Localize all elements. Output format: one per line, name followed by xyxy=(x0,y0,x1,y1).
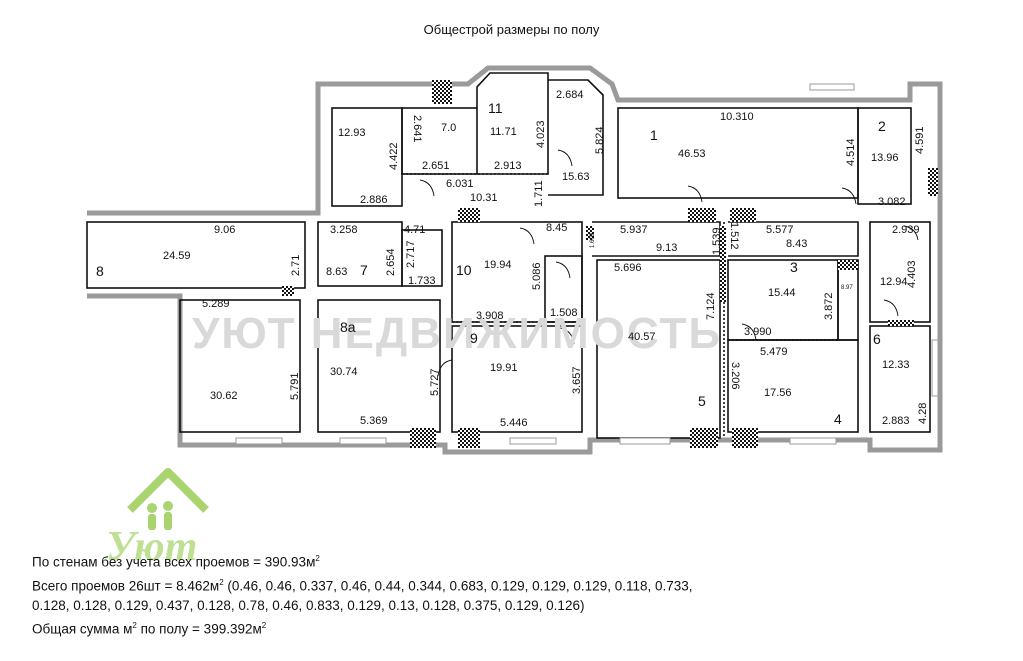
dim-3-657: 3.657 xyxy=(571,366,583,394)
room-8a-number: 8а xyxy=(340,319,356,335)
dim-2-641: 2.641 xyxy=(411,115,423,143)
room-2-area: 13.96 xyxy=(871,152,899,164)
room-10-number: 10 xyxy=(456,262,472,278)
dim-1-512: 1.512 xyxy=(728,222,740,250)
door-swings xyxy=(419,149,919,377)
room-4-number: 4 xyxy=(834,411,842,427)
dim-6-031: 6.031 xyxy=(446,178,474,190)
room-5-area: 40.57 xyxy=(628,331,656,343)
room-numbers: 1 2 3 4 5 6 7 8 8а 9 10 11 xyxy=(96,100,886,427)
note-line-openings: Всего проемов 26шт = 8.462м2 (0.46, 0.46… xyxy=(32,577,693,594)
dim-3-082: 3.082 xyxy=(878,196,906,208)
dim-5-577: 5.577 xyxy=(766,224,794,236)
dim-5-289: 5.289 xyxy=(202,298,230,310)
dim-4-591: 4.591 xyxy=(914,126,926,154)
inner-walls xyxy=(86,72,931,439)
room-2-number: 2 xyxy=(878,118,886,134)
watermark-text: УЮТ НЕДВИЖИМОСТЬ xyxy=(192,309,722,358)
dim-4-71: 4.71 xyxy=(404,224,425,236)
dim-4-28: 4.28 xyxy=(917,403,929,424)
dim-4-023: 4.023 xyxy=(535,120,547,148)
dim-3-908: 3.908 xyxy=(476,310,504,322)
dim-2-717: 2.717 xyxy=(405,240,417,268)
room-6-area: 12.33 xyxy=(882,359,910,371)
room-9-number: 9 xyxy=(470,330,478,346)
dim-1-711: 1.711 xyxy=(533,180,545,207)
dim-3-206: 3.206 xyxy=(729,362,741,390)
dim-2-651: 2.651 xyxy=(422,160,450,172)
area-15-63: 15.63 xyxy=(562,171,590,183)
dim-4-403: 4.403 xyxy=(906,260,918,288)
dim-3-872: 3.872 xyxy=(823,292,835,320)
note-line-openings-cont: 0.128, 0.128, 0.129, 0.437, 0.128, 0.78,… xyxy=(32,598,585,613)
dim-1-733: 1.733 xyxy=(408,275,436,287)
area-30-62: 30.62 xyxy=(210,390,238,402)
area-7-0: 7.0 xyxy=(441,122,456,134)
dim-2-654: 2.654 xyxy=(385,248,397,276)
logo-text: Уют xyxy=(106,524,197,570)
dim-2-684: 2.684 xyxy=(556,89,584,101)
room-5-number: 5 xyxy=(698,393,706,409)
dim-2-939: 2.939 xyxy=(892,224,920,236)
area-notes: По стенам без учета всех проемов = 390.9… xyxy=(32,549,693,640)
dim-2-913: 2.913 xyxy=(494,160,522,172)
room-3-area: 15.44 xyxy=(768,287,796,299)
windows xyxy=(235,83,939,445)
dim-4-422: 4.422 xyxy=(388,142,400,170)
room-8-number: 8 xyxy=(96,263,104,279)
dim-2-886: 2.886 xyxy=(360,194,388,206)
outer-walls xyxy=(87,65,943,455)
dim-5-446: 5.446 xyxy=(500,417,528,429)
area-8-97: 8.97 xyxy=(841,285,853,291)
room-areas: 46.53 13.96 15.44 17.56 40.57 12.33 8.63… xyxy=(163,122,910,402)
room-11-number: 11 xyxy=(488,100,503,116)
dim-7-124: 7.124 xyxy=(705,292,717,320)
room-1-number: 1 xyxy=(650,127,658,143)
room-11-area: 11.71 xyxy=(490,126,517,138)
dim-5-369: 5.369 xyxy=(360,415,388,427)
dim-5-824: 5.824 xyxy=(594,126,606,154)
hatched-columns xyxy=(282,80,938,448)
dim-8-43: 8.43 xyxy=(786,238,807,250)
room-9-area: 19.91 xyxy=(490,362,518,374)
note-line-walls: По стенам без учета всех проемов = 390.9… xyxy=(32,554,320,570)
dim-5-937: 5.937 xyxy=(620,224,648,236)
plan-title: Общестрой размеры по полу xyxy=(423,22,600,37)
dim-1-508: 1.508 xyxy=(550,307,578,319)
company-logo: Уют xyxy=(106,468,209,570)
dim-3-990: 3.990 xyxy=(744,326,772,338)
dim-5-696: 5.696 xyxy=(614,262,642,274)
dim-10-310: 10.310 xyxy=(720,111,754,123)
area-12-94: 12.94 xyxy=(880,276,908,288)
dim-9-06: 9.06 xyxy=(214,224,235,236)
room-1-area: 46.53 xyxy=(678,148,706,160)
area-12-93: 12.93 xyxy=(338,127,366,139)
dim-1-539: 1.539 xyxy=(711,227,723,255)
dim-10-31: 10.31 xyxy=(470,192,498,204)
dim-5-479: 5.479 xyxy=(760,346,788,358)
dim-2-883: 2.883 xyxy=(882,415,910,427)
room-7-area: 8.63 xyxy=(326,266,347,278)
dim-2-71: 2.71 xyxy=(290,255,302,276)
dim-5-791: 5.791 xyxy=(289,372,301,400)
dim-3-258: 3.258 xyxy=(330,224,358,236)
room-7-number: 7 xyxy=(360,262,368,278)
dim-8-45: 8.45 xyxy=(546,222,567,234)
room-8-area: 24.59 xyxy=(163,250,191,262)
room-6-number: 6 xyxy=(873,331,881,347)
dim-5-727: 5.727 xyxy=(429,368,441,396)
dim-5-086: 5.086 xyxy=(531,262,543,290)
room-3-number: 3 xyxy=(790,259,798,275)
dimensions-vertical: 2.641 4.422 4.023 5.824 4.514 4.591 1.71… xyxy=(289,115,929,424)
note-line-total: Общая сумма м2 по полу = 399.392м2 xyxy=(32,621,267,637)
dim-1-609: 1.609 xyxy=(590,232,596,248)
room-4-area: 17.56 xyxy=(764,387,792,399)
dim-9-13: 9.13 xyxy=(656,242,677,254)
dimensions-horizontal: 2.684 10.310 2.651 2.913 2.886 6.031 10.… xyxy=(202,89,920,429)
dim-4-514: 4.514 xyxy=(845,138,857,166)
room-10-area: 19.94 xyxy=(484,259,512,271)
room-8a-area: 30.74 xyxy=(330,366,358,378)
